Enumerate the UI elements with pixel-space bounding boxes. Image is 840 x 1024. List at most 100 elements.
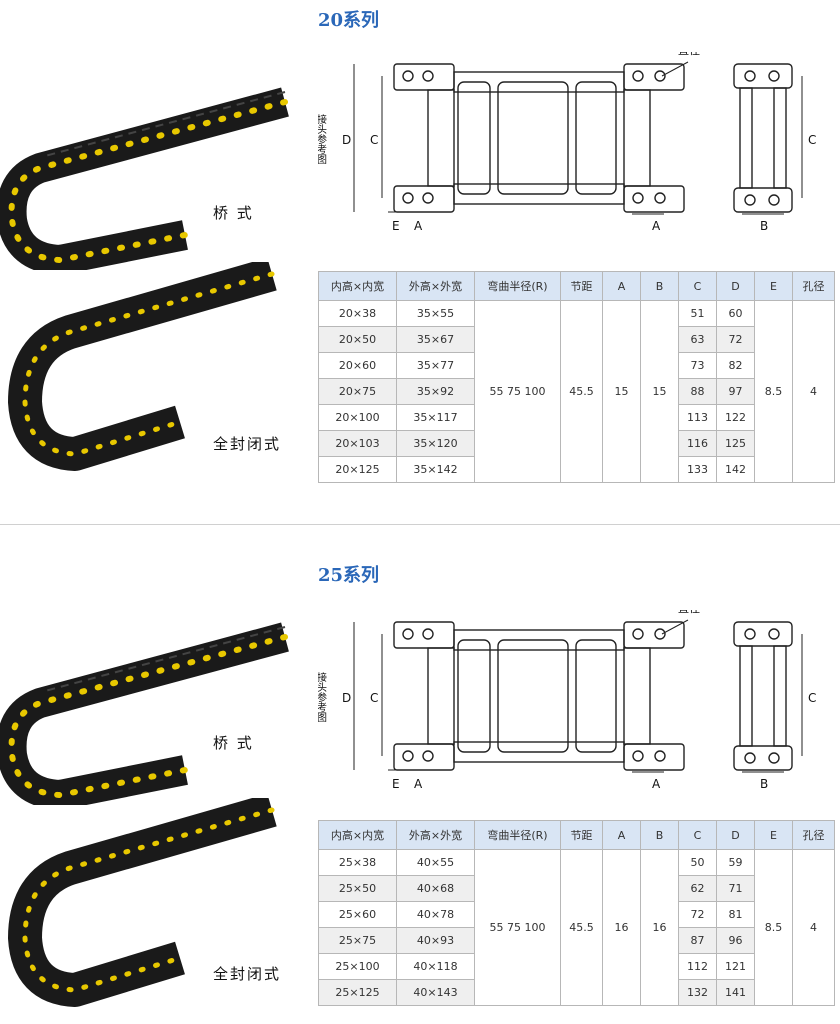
merged-hole-cell: 4 [792, 300, 835, 483]
bridge-caption: 桥 式 [213, 734, 254, 752]
bridge-chain-image [0, 80, 300, 270]
outer-size-cell: 40×78 [396, 901, 475, 928]
inner-size-cell: 20×125 [318, 456, 397, 483]
inner-size-cell: 25×50 [318, 875, 397, 902]
outer-size-cell: 35×55 [396, 300, 475, 327]
dim-e-label: E [392, 219, 400, 233]
d-value-cell: 82 [716, 352, 755, 379]
column-header: A [602, 271, 641, 301]
joint-reference-drawing: 接头参考图 D C C E A A B 直径 [318, 52, 816, 233]
column-header: E [754, 271, 793, 301]
d-value-cell: 59 [716, 849, 755, 876]
merged-b-cell: 16 [640, 849, 679, 1006]
c-value-cell: 88 [678, 378, 717, 405]
dim-b-label: B [760, 777, 768, 791]
dim-a-right-label: A [652, 777, 661, 791]
c-value-cell: 51 [678, 300, 717, 327]
dim-a-label: A [414, 777, 423, 791]
dim-d-label: D [342, 691, 351, 705]
column-header: A [602, 820, 641, 850]
d-value-cell: 97 [716, 378, 755, 405]
enclosed-caption: 全封闭式 [213, 965, 282, 983]
inner-size-cell: 25×125 [318, 979, 397, 1006]
c-value-cell: 133 [678, 456, 717, 483]
inner-size-cell: 20×60 [318, 352, 397, 379]
outer-size-cell: 40×68 [396, 875, 475, 902]
inner-size-cell: 20×38 [318, 300, 397, 327]
inner-size-cell: 20×50 [318, 326, 397, 353]
dim-d-label: D [342, 133, 351, 147]
inner-size-cell: 20×75 [318, 378, 397, 405]
d-value-cell: 96 [716, 927, 755, 954]
section-divider [0, 524, 840, 525]
bridge-chain-image [0, 615, 300, 805]
merged-e-cell: 8.5 [754, 300, 793, 483]
c-value-cell: 112 [678, 953, 717, 980]
column-header: B [640, 271, 679, 301]
d-value-cell: 122 [716, 404, 755, 431]
column-header: 弯曲半径(R) [474, 820, 561, 850]
inner-size-cell: 25×75 [318, 927, 397, 954]
d-value-cell: 72 [716, 326, 755, 353]
merged-pitch-cell: 45.5 [560, 849, 603, 1006]
outer-size-cell: 40×143 [396, 979, 475, 1006]
c-value-cell: 132 [678, 979, 717, 1006]
column-header: 内高×内宽 [318, 271, 397, 301]
outer-size-cell: 35×117 [396, 404, 475, 431]
inner-size-cell: 20×100 [318, 404, 397, 431]
dim-b-label: B [760, 219, 768, 233]
outer-size-cell: 40×55 [396, 849, 475, 876]
series-25-section: 25系列 桥 式 全封闭式 [0, 555, 840, 1024]
column-header: 内高×内宽 [318, 820, 397, 850]
inner-size-cell: 25×38 [318, 849, 397, 876]
merged-a-cell: 15 [602, 300, 641, 483]
merged-radius-cell: 55 75 100 [474, 300, 561, 483]
dim-a-right-label: A [652, 219, 661, 233]
inner-size-cell: 25×60 [318, 901, 397, 928]
series-title: 20系列 [318, 10, 380, 31]
dim-c-label: C [370, 133, 378, 147]
d-value-cell: 60 [716, 300, 755, 327]
column-header: 节距 [560, 820, 603, 850]
enclosed-chain-image [0, 798, 300, 1008]
column-header: E [754, 820, 793, 850]
inner-size-cell: 20×103 [318, 430, 397, 457]
enclosed-caption: 全封闭式 [213, 435, 282, 453]
outer-size-cell: 35×120 [396, 430, 475, 457]
dim-e-label: E [392, 777, 400, 791]
c-value-cell: 113 [678, 404, 717, 431]
enclosed-chain-image [0, 262, 300, 472]
c-value-cell: 87 [678, 927, 717, 954]
column-header: 节距 [560, 271, 603, 301]
outer-size-cell: 40×93 [396, 927, 475, 954]
d-value-cell: 142 [716, 456, 755, 483]
column-header: D [716, 271, 755, 301]
outer-size-cell: 35×142 [396, 456, 475, 483]
hole-diameter-label: 直径 [678, 610, 700, 615]
side-label: 接头参考图 [318, 671, 327, 723]
d-value-cell: 141 [716, 979, 755, 1006]
column-header: 外高×外宽 [396, 271, 475, 301]
merged-pitch-cell: 45.5 [560, 300, 603, 483]
outer-size-cell: 35×77 [396, 352, 475, 379]
dim-a-label: A [414, 219, 423, 233]
merged-a-cell: 16 [602, 849, 641, 1006]
dim-c-side-label: C [808, 691, 816, 705]
merged-e-cell: 8.5 [754, 849, 793, 1006]
outer-size-cell: 35×67 [396, 326, 475, 353]
c-value-cell: 63 [678, 326, 717, 353]
column-header: C [678, 820, 717, 850]
outer-size-cell: 40×118 [396, 953, 475, 980]
dim-c-label: C [370, 691, 378, 705]
